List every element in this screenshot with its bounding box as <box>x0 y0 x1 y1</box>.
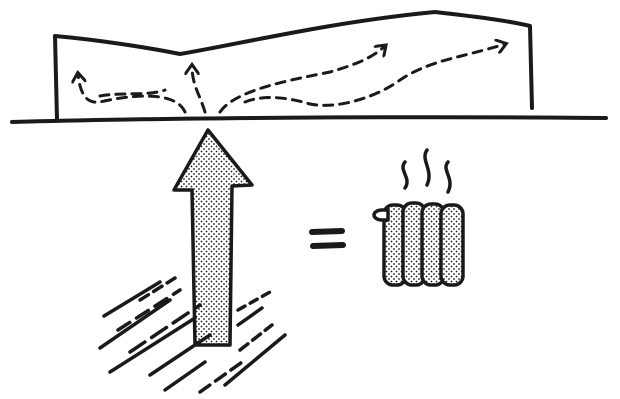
airflow-arrow-middle <box>218 46 385 114</box>
airflow-dash-left <box>98 88 167 98</box>
airflow-arrow-right <box>243 44 505 107</box>
radiator-icon <box>372 201 465 287</box>
airflow-arrow-left <box>78 74 187 114</box>
motion-lines-icon <box>98 276 287 394</box>
dashed-airflow-arrows-icon <box>78 44 505 114</box>
ceiling-box-icon <box>53 10 534 122</box>
up-arrow-icon <box>172 128 254 347</box>
heat-waves-icon <box>401 148 452 194</box>
airflow-arrow-up <box>192 66 207 114</box>
equals-icon <box>309 228 346 249</box>
floor-line <box>10 115 608 124</box>
